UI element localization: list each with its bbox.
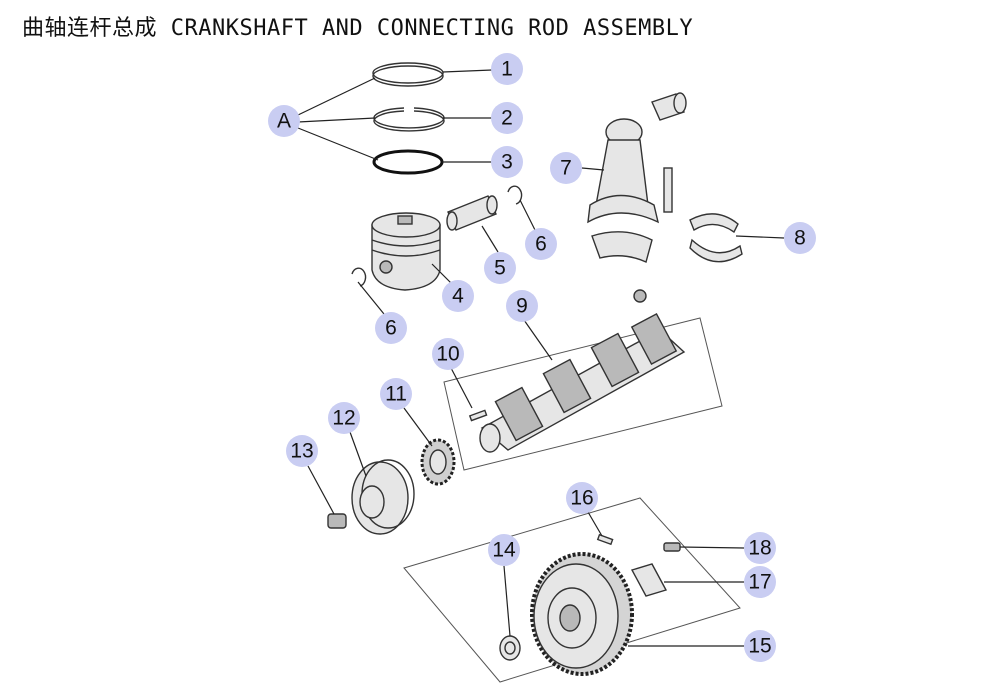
svg-text:15: 15 [748, 635, 771, 658]
callout-5: 5 [484, 252, 516, 284]
dowel-pin [596, 533, 614, 546]
svg-text:6: 6 [385, 317, 397, 340]
svg-text:1: 1 [501, 58, 513, 81]
callout-2: 2 [491, 102, 523, 134]
callout-8: 8 [784, 222, 816, 254]
callout-14: 14 [488, 534, 520, 566]
flywheel [530, 552, 634, 676]
svg-text:4: 4 [452, 285, 464, 308]
svg-text:17: 17 [748, 571, 771, 594]
pilot-bearing [499, 635, 521, 661]
callout-11: 11 [380, 378, 412, 410]
callout-15: 15 [744, 630, 776, 662]
diagram-title: 曲轴连杆总成 CRANKSHAFT AND CONNECTING ROD ASS… [22, 16, 694, 41]
svg-text:12: 12 [332, 407, 355, 430]
connecting-rod [587, 118, 673, 303]
callout-18: 18 [744, 532, 776, 564]
snap-ring-left [351, 267, 367, 287]
svg-text:8: 8 [794, 227, 806, 250]
flywheel-bolt [663, 542, 681, 552]
svg-text:11: 11 [385, 383, 407, 406]
crankshaft [479, 312, 686, 453]
crankshaft-gear [420, 438, 456, 486]
callout-12: 12 [328, 402, 360, 434]
piston-ring-1 [372, 62, 444, 87]
svg-text:3: 3 [501, 151, 513, 174]
callout-4: 4 [442, 280, 474, 312]
piston-ring-3 [372, 149, 444, 175]
svg-text:18: 18 [748, 537, 771, 560]
callout-6-left: 6 [375, 312, 407, 344]
svg-text:6: 6 [535, 233, 547, 256]
svg-text:13: 13 [290, 440, 313, 463]
callout-3: 3 [491, 146, 523, 178]
svg-text:16: 16 [570, 487, 593, 510]
callout-1: 1 [491, 53, 523, 85]
small-end-bushing [651, 92, 687, 121]
piston-pin [446, 195, 498, 231]
flywheel-lock-plate [630, 563, 668, 597]
svg-text:2: 2 [501, 107, 513, 130]
pulley-bolt [327, 513, 347, 529]
callout-13: 13 [286, 435, 318, 467]
callout-10: 10 [432, 338, 464, 370]
callout-16: 16 [566, 482, 598, 514]
piston-ring-2 [373, 107, 445, 132]
callout-A: A [268, 105, 300, 137]
callout-17: 17 [744, 566, 776, 598]
callout-7: 7 [550, 152, 582, 184]
piston [371, 212, 441, 291]
crankshaft-pulley [351, 459, 415, 535]
bearing-shells [689, 213, 743, 263]
svg-text:9: 9 [516, 295, 528, 318]
svg-text:5: 5 [494, 257, 506, 280]
leader-lines [297, 69, 785, 647]
callout-6-right: 6 [525, 228, 557, 260]
callout-9: 9 [506, 290, 538, 322]
svg-text:7: 7 [560, 157, 572, 180]
snap-ring-right [507, 185, 523, 205]
crankshaft-key [468, 409, 488, 422]
assembly-frame-lower [403, 497, 741, 683]
svg-text:14: 14 [492, 539, 516, 562]
svg-text:10: 10 [436, 343, 459, 366]
svg-text:A: A [277, 110, 291, 133]
